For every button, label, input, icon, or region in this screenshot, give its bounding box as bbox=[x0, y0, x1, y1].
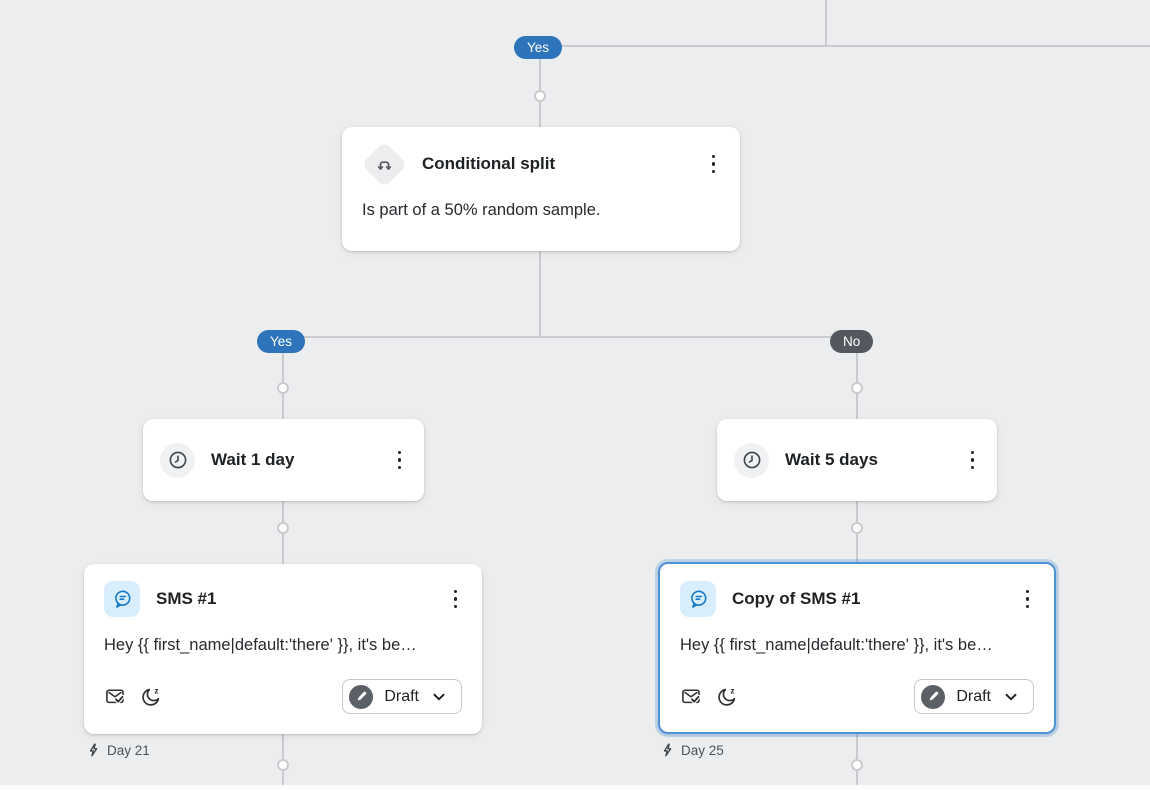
conditional-split-card[interactable]: Conditional split Is part of a 50% rando… bbox=[342, 127, 740, 251]
card-menu-button[interactable] bbox=[966, 445, 980, 476]
quiet-hours-moon-icon: z bbox=[140, 685, 163, 708]
wait-card-right[interactable]: Wait 5 days bbox=[717, 419, 997, 501]
day-label-text: Day 25 bbox=[681, 742, 724, 758]
chevron-down-icon bbox=[1002, 688, 1020, 706]
connector-line bbox=[539, 48, 541, 128]
card-menu-button[interactable] bbox=[707, 149, 721, 180]
day-label-right: Day 25 bbox=[660, 742, 724, 758]
sms-message-preview: Hey {{ first_name|default:'there' }}, it… bbox=[104, 636, 417, 654]
conditional-split-icon bbox=[360, 140, 408, 188]
draft-pencil-icon bbox=[921, 684, 946, 709]
draft-pencil-icon bbox=[349, 684, 374, 709]
chat-bubble-icon bbox=[680, 581, 716, 617]
card-title: Conditional split bbox=[422, 154, 556, 173]
branch-label-yes-top: Yes bbox=[514, 36, 563, 59]
envelope-check-icon bbox=[104, 685, 127, 708]
sms-card-right[interactable]: Copy of SMS #1 Hey {{ first_name|default… bbox=[658, 562, 1056, 734]
clock-icon bbox=[734, 442, 769, 478]
connector-dot bbox=[277, 382, 289, 394]
branch-label-yes: Yes bbox=[257, 330, 306, 353]
branch-label-no: No bbox=[830, 330, 874, 353]
svg-text:z: z bbox=[154, 686, 158, 696]
lightning-bolt-icon bbox=[660, 742, 675, 758]
status-dropdown[interactable]: Draft bbox=[914, 679, 1034, 714]
status-label: Draft bbox=[956, 687, 991, 705]
card-title: Wait 5 days bbox=[785, 450, 878, 469]
connector-dot bbox=[277, 522, 289, 534]
day-label-left: Day 21 bbox=[86, 742, 150, 758]
envelope-check-icon bbox=[680, 685, 703, 708]
day-label-text: Day 21 bbox=[107, 742, 150, 758]
card-menu-button[interactable] bbox=[393, 445, 407, 476]
status-dropdown[interactable]: Draft bbox=[342, 679, 462, 714]
connector-line bbox=[283, 336, 857, 338]
connector-dot bbox=[534, 90, 546, 102]
connector-line bbox=[825, 0, 827, 46]
lightning-bolt-icon bbox=[86, 742, 101, 758]
svg-text:z: z bbox=[730, 686, 734, 696]
chat-bubble-icon bbox=[104, 581, 140, 617]
bottom-panel-edge bbox=[0, 785, 1150, 790]
card-menu-button[interactable] bbox=[449, 584, 463, 615]
connector-dot bbox=[851, 382, 863, 394]
connector-dot bbox=[851, 759, 863, 771]
connector-dot bbox=[277, 759, 289, 771]
wait-card-left[interactable]: Wait 1 day bbox=[143, 419, 424, 501]
connector-dot bbox=[851, 522, 863, 534]
quiet-hours-moon-icon: z bbox=[716, 685, 739, 708]
card-menu-button[interactable] bbox=[1021, 584, 1035, 615]
sms-message-preview: Hey {{ first_name|default:'there' }}, it… bbox=[680, 636, 993, 654]
connector-line bbox=[540, 45, 1150, 47]
clock-icon bbox=[160, 442, 195, 478]
card-title: SMS #1 bbox=[156, 589, 217, 608]
connector-line bbox=[539, 251, 541, 338]
chevron-down-icon bbox=[430, 688, 448, 706]
sms-card-left[interactable]: SMS #1 Hey {{ first_name|default:'there'… bbox=[84, 564, 482, 734]
card-title: Copy of SMS #1 bbox=[732, 589, 861, 608]
status-label: Draft bbox=[384, 687, 419, 705]
card-title: Wait 1 day bbox=[211, 450, 295, 469]
conditional-split-description: Is part of a 50% random sample. bbox=[362, 201, 601, 219]
